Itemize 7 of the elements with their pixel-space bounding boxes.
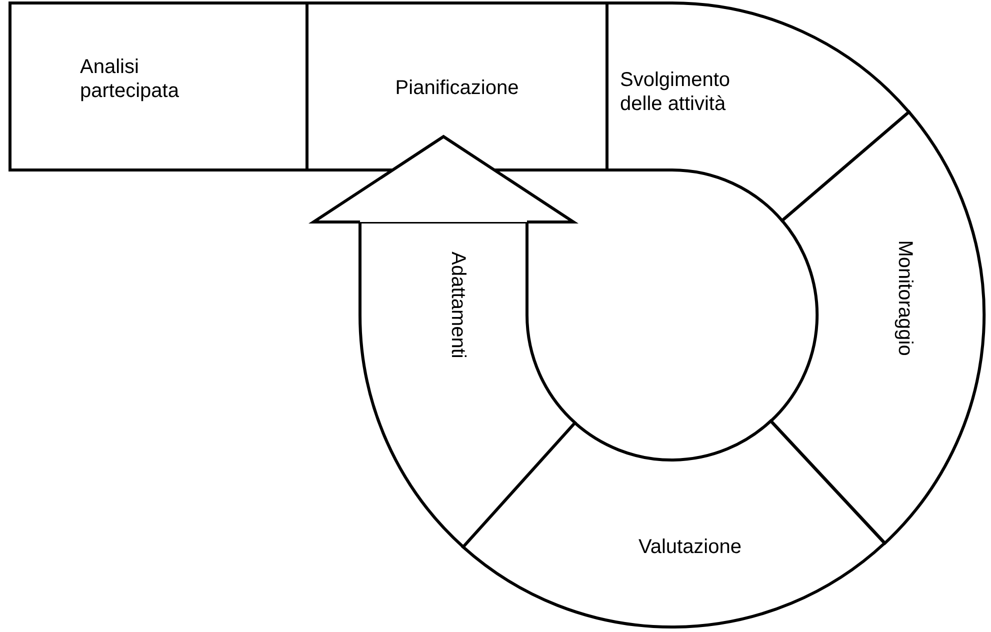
stage-label: Pianificazione xyxy=(395,76,519,100)
stage-label: Valutazione xyxy=(638,535,742,559)
stage-label: Analisi partecipata xyxy=(80,55,180,103)
stage-label: Adattamenti xyxy=(446,252,470,358)
stage-label: Svolgimento delle attività xyxy=(620,68,732,116)
stage-label: Monitoraggio xyxy=(892,240,917,356)
arrow xyxy=(308,134,579,224)
